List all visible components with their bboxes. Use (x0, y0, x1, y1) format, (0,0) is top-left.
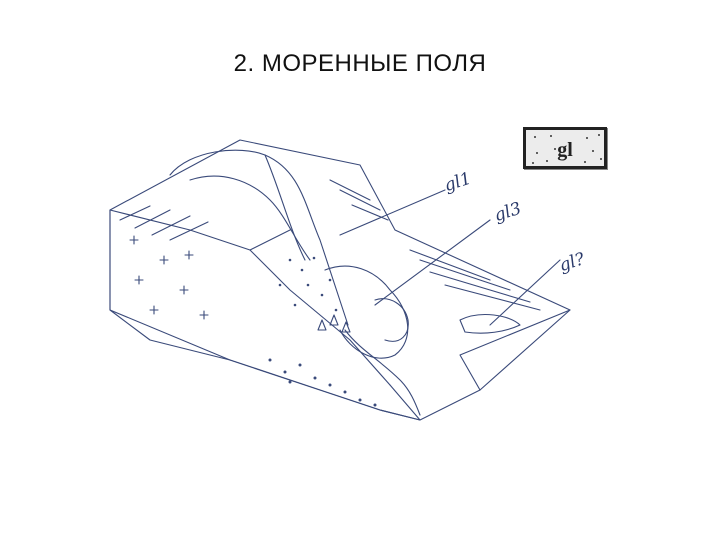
block-outline (110, 140, 570, 420)
glacier-tongue (170, 150, 348, 325)
moraine-ridge-3 (460, 315, 520, 334)
moraine-block-diagram (90, 110, 620, 430)
front-face-left (110, 210, 230, 360)
moraine-ridge-1 (325, 266, 408, 358)
front-face-bottom (230, 360, 420, 420)
slide-title: 2. МОРЕННЫЕ ПОЛЯ (0, 50, 720, 78)
moraine-ridge-2 (375, 299, 408, 342)
